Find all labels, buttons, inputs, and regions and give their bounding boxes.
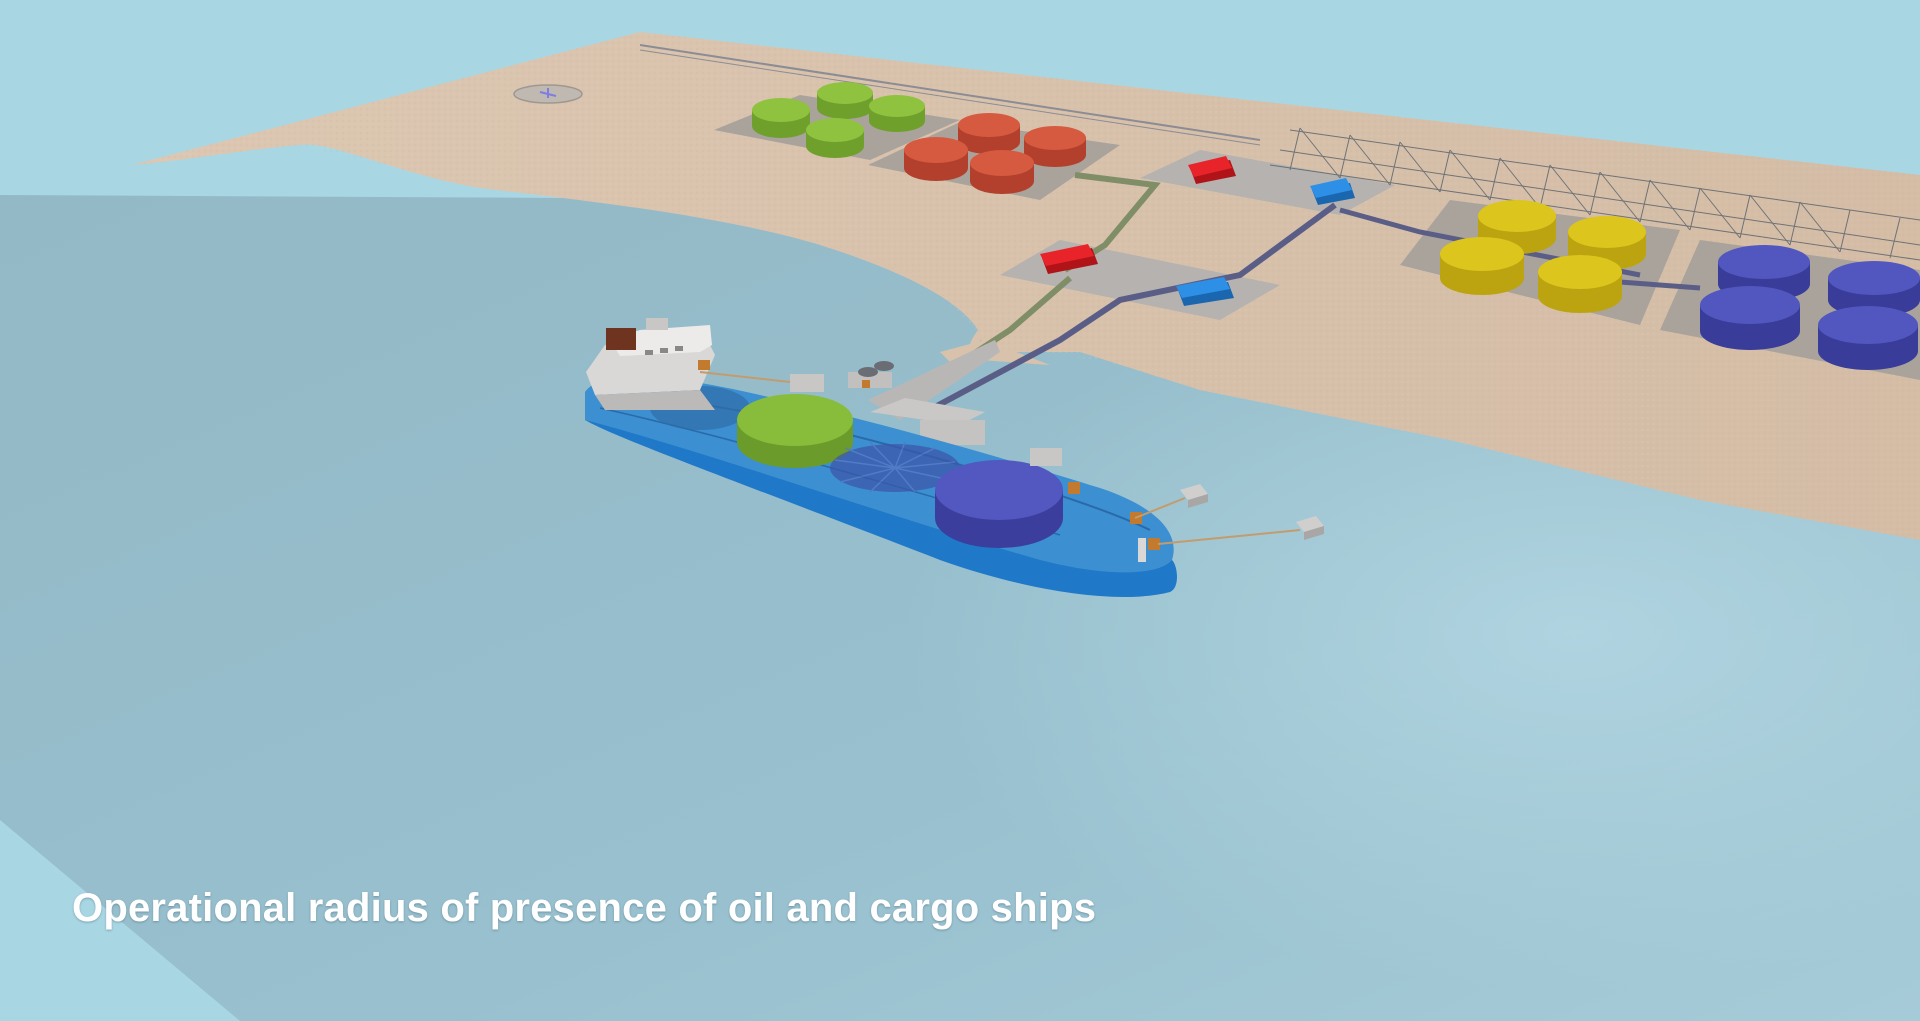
ship-icon <box>585 318 1177 597</box>
storage-tank-icon <box>904 137 968 181</box>
caption-text: Operational radius of presence of oil an… <box>72 886 1097 930</box>
mooring-lines <box>699 371 1301 545</box>
lattice-structure <box>1269 127 1920 261</box>
jetty-head <box>870 398 985 425</box>
tank-group-yellow <box>1440 200 1646 313</box>
tank-group-purple <box>1700 245 1920 370</box>
storage-tank-icon <box>806 118 864 158</box>
tug-boat <box>848 361 894 388</box>
storage-tank-icon <box>817 82 873 119</box>
tank-group-green <box>752 82 925 158</box>
pump-house-icon <box>1310 178 1355 205</box>
storage-tank-icon <box>1538 255 1622 313</box>
helipad-icon <box>513 84 583 104</box>
storage-tank-icon <box>1700 286 1800 350</box>
pump-house-icon <box>1040 244 1098 274</box>
storage-tank-icon <box>970 150 1034 194</box>
storage-tank-icon <box>1718 245 1810 301</box>
storage-tank-icon <box>1828 261 1920 317</box>
pump-house-icon <box>1176 277 1234 306</box>
storage-tank-icon <box>1440 237 1524 295</box>
storage-tank-icon <box>958 113 1020 154</box>
mooring-buoy-icon <box>1296 516 1324 540</box>
storage-tank-icon <box>752 98 810 138</box>
pump-house-icon <box>1188 156 1236 184</box>
storage-tank-icon <box>1818 306 1918 370</box>
mooring-buoy-icon <box>1180 484 1208 508</box>
storage-tank-icon <box>1024 126 1086 167</box>
storage-tank-icon <box>869 95 925 132</box>
tank-group-red <box>904 113 1086 194</box>
